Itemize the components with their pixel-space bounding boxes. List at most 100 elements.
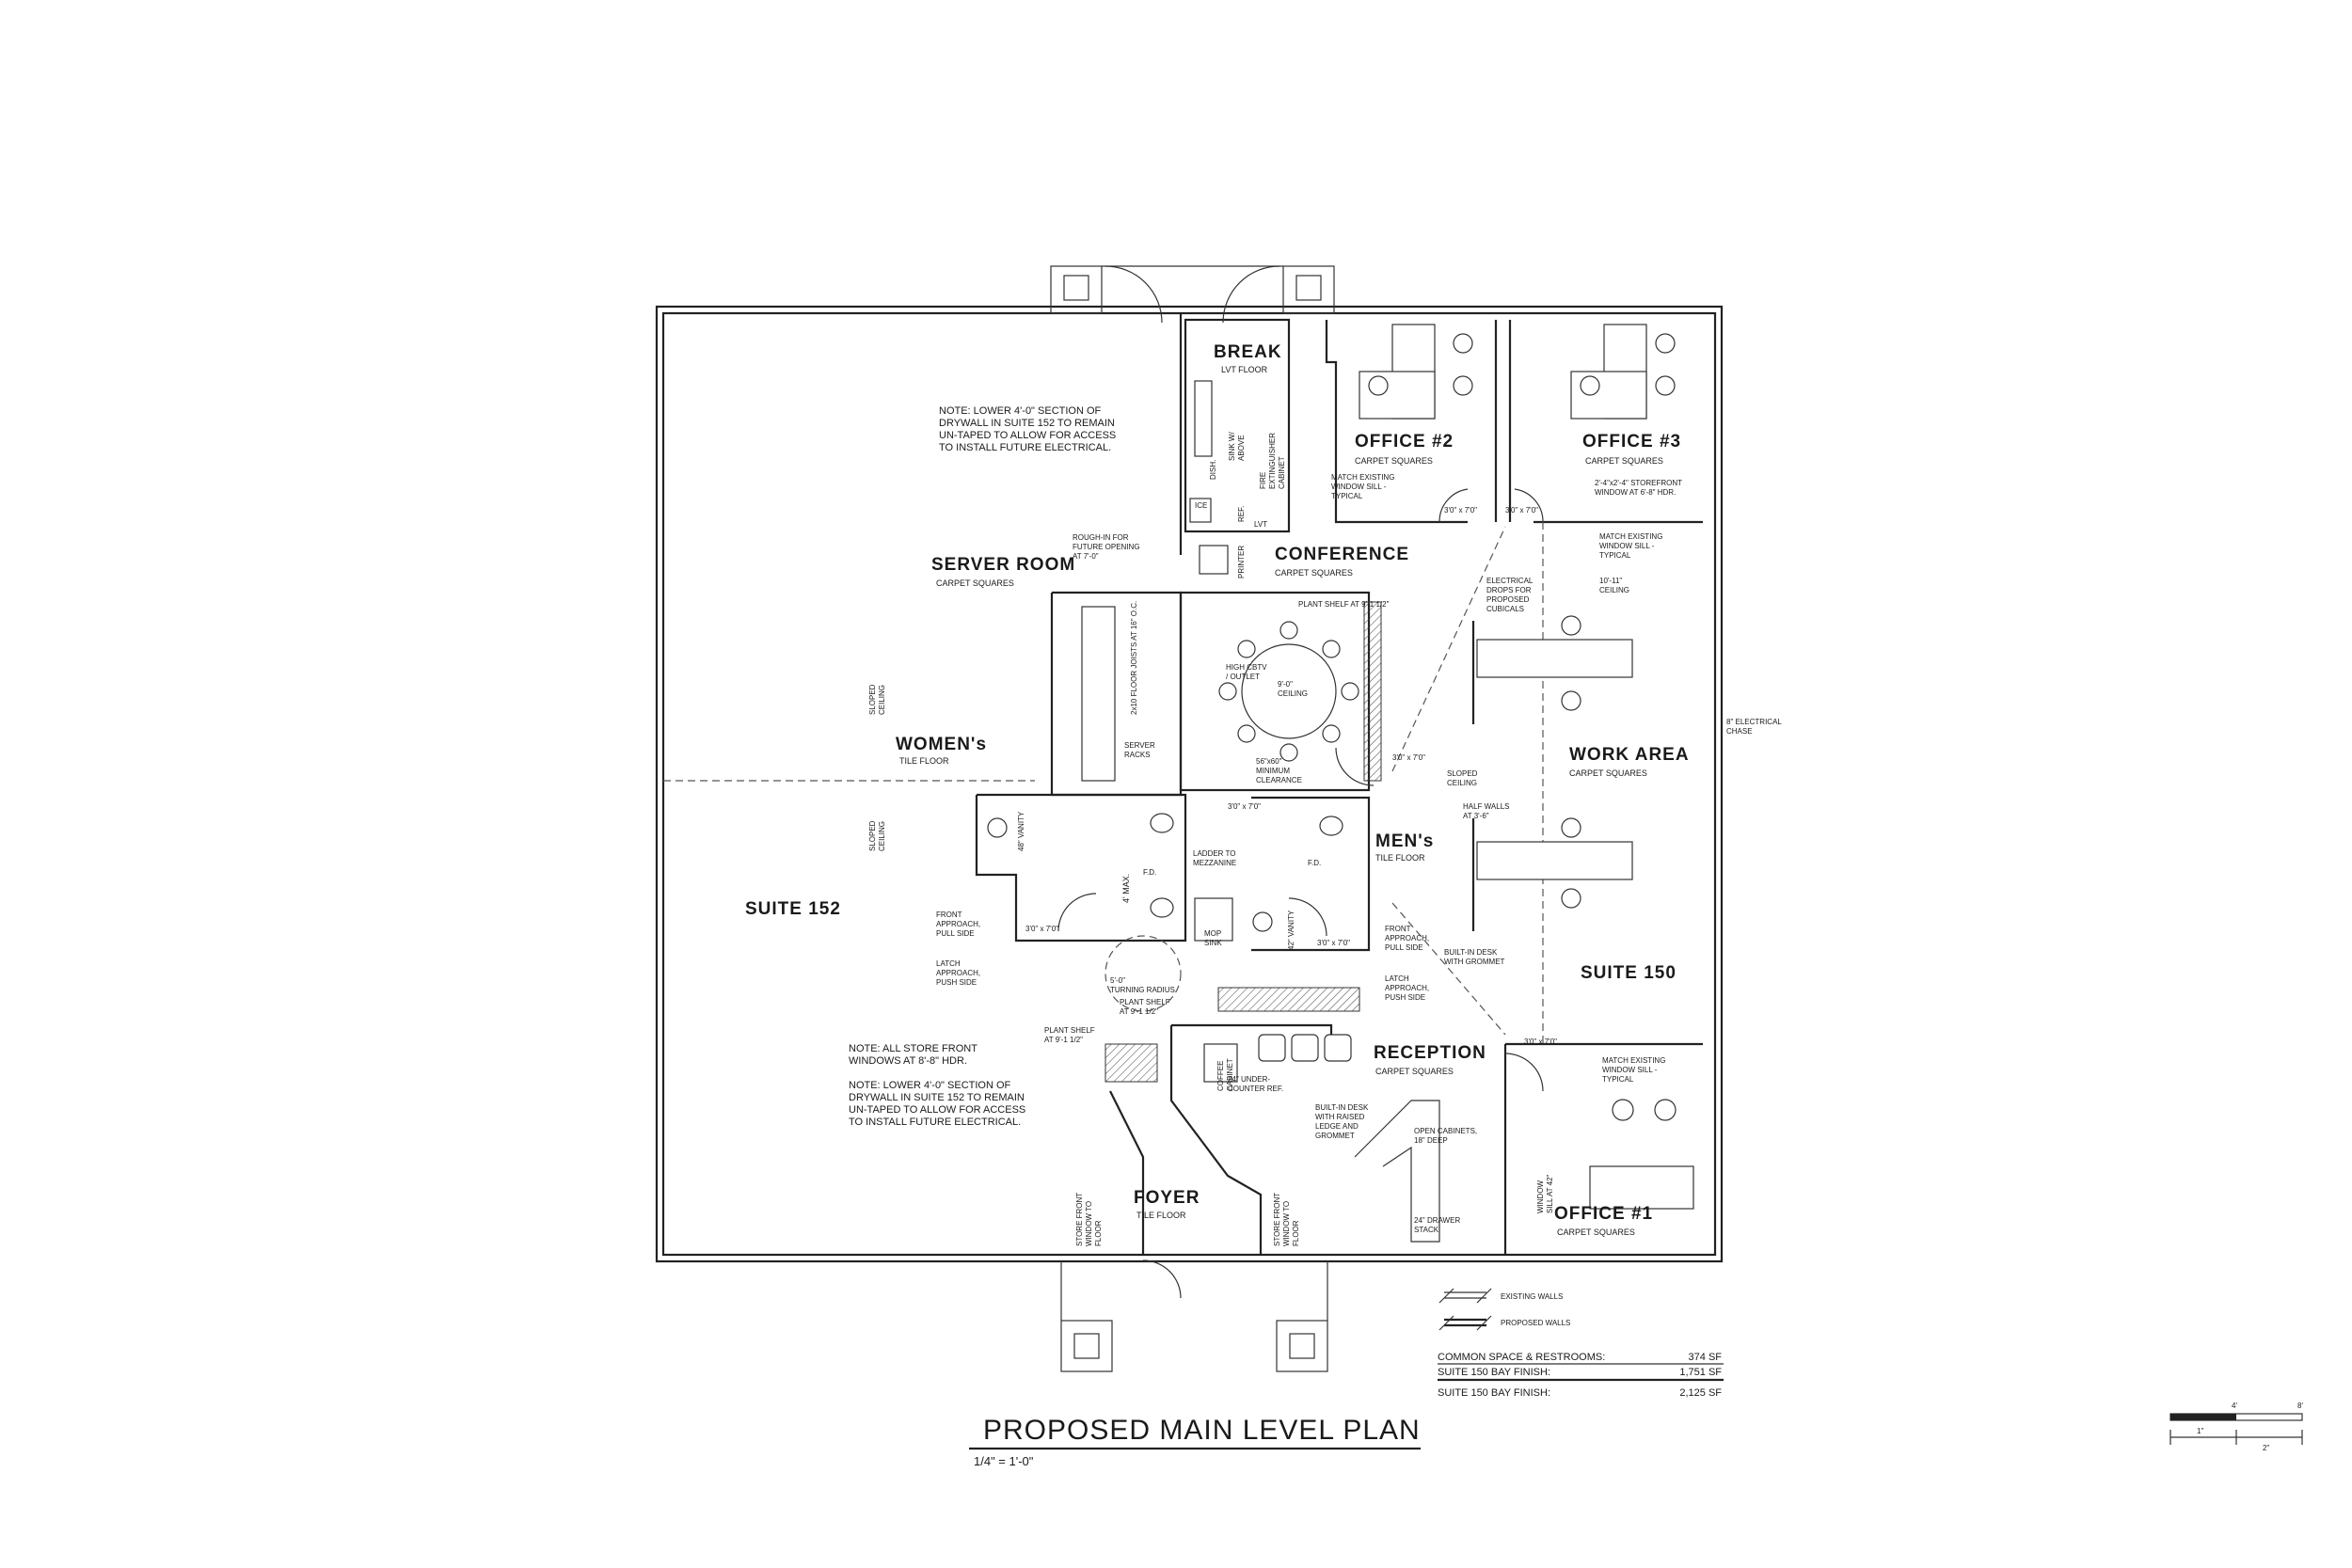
note-front-approach-w: FRONT APPROACH, PULL SIDE: [936, 911, 982, 938]
room-office3-finish: CARPET SQUARES: [1585, 456, 1663, 466]
door-size-tag: 3'0" x 7'0": [1228, 802, 1261, 811]
note-ceiling-10: 10'-11" CEILING: [1599, 577, 1629, 594]
note-built-in-desk: BUILT-IN DESK WITH GROMMET: [1444, 948, 1505, 966]
room-reception-name: RECEPTION: [1374, 1043, 1486, 1063]
note-fd-m: F.D.: [1308, 859, 1321, 867]
area-label: SUITE 150 BAY FINISH:: [1438, 1367, 1550, 1378]
room-womens-name: WOMEN's: [896, 735, 987, 754]
bar-scale-bottom-label: 1": [2197, 1427, 2203, 1435]
room-server-finish: CARPET SQUARES: [936, 578, 1014, 588]
room-break-finish: LVT FLOOR: [1221, 365, 1268, 374]
room-workarea-name: WORK AREA: [1569, 745, 1690, 765]
note-plant-shelf-conf: PLANT SHELF AT 9'-1 1/2": [1298, 600, 1390, 609]
room-foyer-name: FOYER: [1134, 1188, 1200, 1208]
note-plant-shelf-rr: PLANT SHELF AT 9'-1 1/2": [1120, 998, 1172, 1016]
note-electrical-chase: 8" ELECTRICAL CHASE: [1726, 718, 1784, 736]
note-coffee-cabinet: COFFEE CABINET: [1216, 1058, 1234, 1091]
legend-existing-walls: EXISTING WALLS: [1501, 1292, 1563, 1301]
note-storefront-line: WINDOWS AT 8'-8" HDR.: [849, 1055, 967, 1067]
note-under-counter: 24" UNDER- COUNTER REF.: [1228, 1075, 1283, 1093]
note-sloped-ceiling-152a: SLOPED CEILING: [868, 682, 886, 715]
note-rough-in: ROUGH-IN FOR FUTURE OPENING AT 7'-0": [1073, 533, 1142, 561]
area-value: 374 SF: [1689, 1352, 1723, 1363]
note-storefront-line: NOTE: ALL STORE FRONT: [849, 1043, 977, 1054]
note-vanity-42: 42" VANITY: [1287, 910, 1295, 950]
note-bottom-line: NOTE: LOWER 4'-0" SECTION OF: [849, 1080, 1011, 1091]
room-foyer-finish: TILE FLOOR: [1136, 1211, 1186, 1220]
room-suite152-name: SUITE 152: [745, 899, 841, 919]
note-latch-approach-m: LATCH APPROACH, PUSH SIDE: [1385, 974, 1431, 1002]
note-electrical-drops: ELECTRICAL DROPS FOR PROPOSED CUBICALS: [1486, 577, 1534, 613]
room-reception-finish: CARPET SQUARES: [1375, 1067, 1454, 1076]
room-office1-name: OFFICE #1: [1554, 1204, 1653, 1224]
note-bottom-line: TO INSTALL FUTURE ELECTRICAL.: [849, 1117, 1021, 1128]
notes: NOTE: LOWER 4'-0" SECTION OF DRYWALL IN …: [849, 405, 1784, 1246]
break-label-lvt: LVT: [1254, 520, 1267, 529]
bar-scale-top-label: 8': [2297, 1402, 2303, 1410]
note-half-walls: HALF WALLS AT 3'-6": [1463, 802, 1512, 820]
room-labels: BREAK LVT FLOOR OFFICE #2 CARPET SQUARES…: [745, 342, 1690, 1237]
interior-walls: [663, 313, 1703, 1255]
bar-scale-bottom-label: 2": [2263, 1444, 2269, 1452]
door-size-tag: 3'0" x 7'0": [1505, 506, 1538, 515]
drawing-title: PROPOSED MAIN LEVEL PLAN 1/4" = 1'-0": [969, 1415, 1421, 1468]
note-ceiling-9: 9'-0" CEILING: [1278, 680, 1308, 698]
note-fd-w: F.D.: [1143, 868, 1156, 877]
note-server-racks: SERVER RACKS: [1124, 741, 1157, 759]
room-office2-name: OFFICE #2: [1355, 432, 1454, 451]
area-value: 1,751 SF: [1679, 1367, 1722, 1378]
note-plant-shelf-foyer: PLANT SHELF AT 9'-1 1/2": [1044, 1026, 1097, 1044]
area-label: COMMON SPACE & RESTROOMS:: [1438, 1352, 1605, 1363]
break-label-dish: DISH.: [1209, 460, 1217, 480]
note-turning-radius: 5'-0" TURNING RADIUS: [1110, 976, 1175, 994]
room-mens-name: MEN's: [1375, 832, 1434, 851]
note-high-cbtv: HIGH CBTV / OUTLET: [1226, 663, 1269, 681]
note-open-cabinets: OPEN CABINETS, 18" DEEP: [1414, 1127, 1479, 1145]
door-size-tag: 3'0" x 7'0": [1317, 939, 1350, 947]
room-office1-finish: CARPET SQUARES: [1557, 1227, 1635, 1237]
note-reception-desk: BUILT-IN DESK WITH RAISED LEDGE AND GROM…: [1315, 1103, 1371, 1140]
room-conference-finish: CARPET SQUARES: [1275, 568, 1353, 578]
note-clearance: 56"x60" MINIMUM CLEARANCE: [1256, 757, 1302, 784]
note-latch-approach-w: LATCH APPROACH, PUSH SIDE: [936, 959, 982, 987]
bar-scale: 4' 8' 1" 2": [2169, 1402, 2303, 1452]
building-shell: [655, 265, 1724, 1372]
plan-title: PROPOSED MAIN LEVEL PLAN: [983, 1415, 1421, 1446]
note-max-4: 4' MAX.: [1121, 874, 1131, 903]
door-size-tag: 3'0" x 7'0": [1025, 925, 1058, 933]
room-workarea-finish: CARPET SQUARES: [1569, 768, 1647, 778]
note-mop-sink: MOP SINK: [1204, 929, 1223, 947]
room-office3-name: OFFICE #3: [1582, 432, 1681, 451]
note-storefront: NOTE: ALL STORE FRONT WINDOWS AT 8'-8" H…: [849, 1043, 980, 1067]
area-value: 2,125 SF: [1679, 1387, 1722, 1399]
note-top-line: DRYWALL IN SUITE 152 TO REMAIN: [939, 418, 1115, 429]
break-label-fire: FIRE EXTINGUISHER CABINET: [1259, 431, 1286, 489]
room-server-name: SERVER ROOM: [931, 555, 1075, 575]
room-suite150-name: SUITE 150: [1581, 963, 1677, 983]
note-match-sill-b: MATCH EXISTING WINDOW SILL - TYPICAL: [1599, 532, 1665, 560]
note-front-approach-m: FRONT APPROACH, PULL SIDE: [1385, 925, 1431, 952]
break-label-ice: ICE: [1195, 501, 1207, 510]
note-top-line: TO INSTALL FUTURE ELECTRICAL.: [939, 442, 1111, 453]
legend-proposed-walls: PROPOSED WALLS: [1501, 1319, 1570, 1327]
note-top: NOTE: LOWER 4'-0" SECTION OF DRYWALL IN …: [939, 405, 1119, 453]
plan-scale: 1/4" = 1'-0": [974, 1454, 1034, 1468]
note-storefront-floor-left: STORE FRONT WINDOW TO FLOOR: [1075, 1191, 1103, 1246]
note-drawer-stack: 24" DRAWER STACK: [1414, 1216, 1462, 1234]
note-window-sill-42: WINDOW SILL AT 42": [1536, 1174, 1554, 1213]
note-sloped-ceiling-152b: SLOPED CEILING: [868, 818, 886, 851]
door-swings: [1057, 265, 1544, 1299]
area-schedule: COMMON SPACE & RESTROOMS: 374 SF SUITE 1…: [1438, 1352, 1724, 1399]
break-label-ref: REF.: [1237, 506, 1246, 522]
room-break-name: BREAK: [1214, 342, 1282, 362]
wall-legend: EXISTING WALLS PROPOSED WALLS: [1438, 1288, 1570, 1331]
note-bottom-line: DRYWALL IN SUITE 152 TO REMAIN: [849, 1092, 1025, 1103]
note-vanity-48: 48" VANITY: [1017, 811, 1025, 851]
area-label: SUITE 150 BAY FINISH:: [1438, 1387, 1550, 1399]
room-womens-finish: TILE FLOOR: [899, 756, 949, 766]
note-joists: 2x10 FLOOR JOISTS AT 16" O.C.: [1130, 601, 1138, 715]
door-size-tag: 3'0" x 7'0": [1392, 753, 1425, 762]
door-size-tag: 3'0" x 7'0": [1524, 1037, 1557, 1046]
note-sloped-ceiling-work: SLOPED CEILING: [1447, 769, 1480, 787]
note-match-sill-c: MATCH EXISTING WINDOW SILL - TYPICAL: [1602, 1056, 1668, 1084]
